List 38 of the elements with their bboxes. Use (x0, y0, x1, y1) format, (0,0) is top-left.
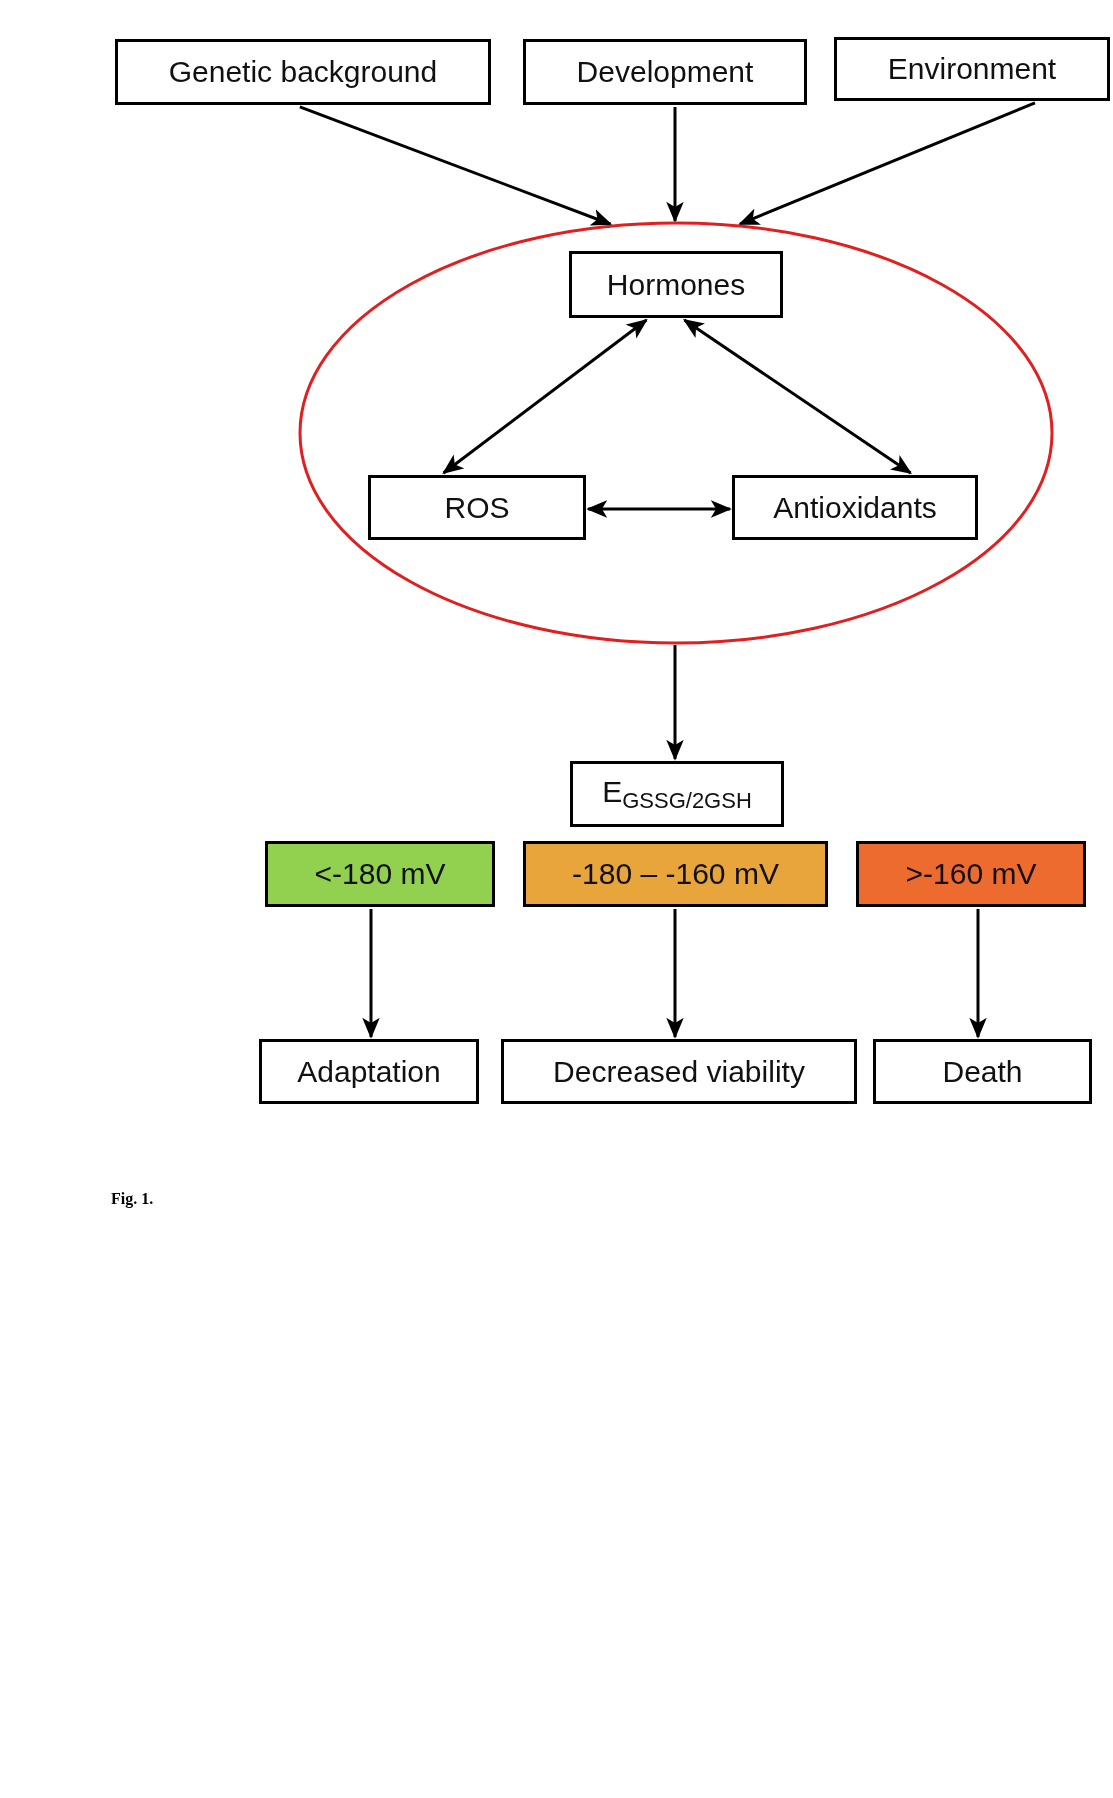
label-box (115, 39, 491, 105)
range-box (856, 841, 1086, 907)
arrow (738, 101, 1036, 226)
node-text: Antioxidants (773, 490, 937, 525)
node-text: Death (942, 1054, 1023, 1089)
arrow (666, 644, 684, 761)
range-box (265, 841, 495, 907)
arrow (666, 106, 684, 223)
label-box (569, 251, 783, 318)
node-text: ROS (444, 490, 510, 525)
arrow (969, 908, 987, 1039)
node-text: Development (576, 55, 754, 89)
label-box (834, 37, 1110, 101)
node-text: Environment (887, 52, 1057, 86)
label-box (501, 1039, 857, 1104)
node-text: Decreased viability (553, 1054, 805, 1089)
arrow (442, 318, 648, 475)
figure-caption: Fig. 1. (111, 1190, 154, 1208)
range-box (523, 841, 828, 907)
label-box (523, 39, 807, 105)
arrow (362, 908, 380, 1039)
label-box (570, 761, 784, 827)
label-box (732, 475, 978, 540)
arrow (666, 908, 684, 1039)
node-text: Genetic background (168, 55, 438, 89)
arrow (683, 318, 912, 475)
label-box (873, 1039, 1092, 1104)
node-text: <-180 mV (314, 857, 446, 891)
label-box (259, 1039, 479, 1104)
ellipse-outline (298, 221, 1054, 645)
label-box (368, 475, 586, 540)
arrow (299, 105, 613, 226)
node-text: -180 – -160 mV (572, 857, 779, 891)
node-text: >-160 mV (905, 857, 1037, 891)
node-text: Hormones (606, 267, 746, 302)
node-text: E$_{GSSG/2GSH}$ (602, 774, 752, 814)
arrow (586, 500, 732, 518)
node-text: Adaptation (297, 1054, 441, 1089)
